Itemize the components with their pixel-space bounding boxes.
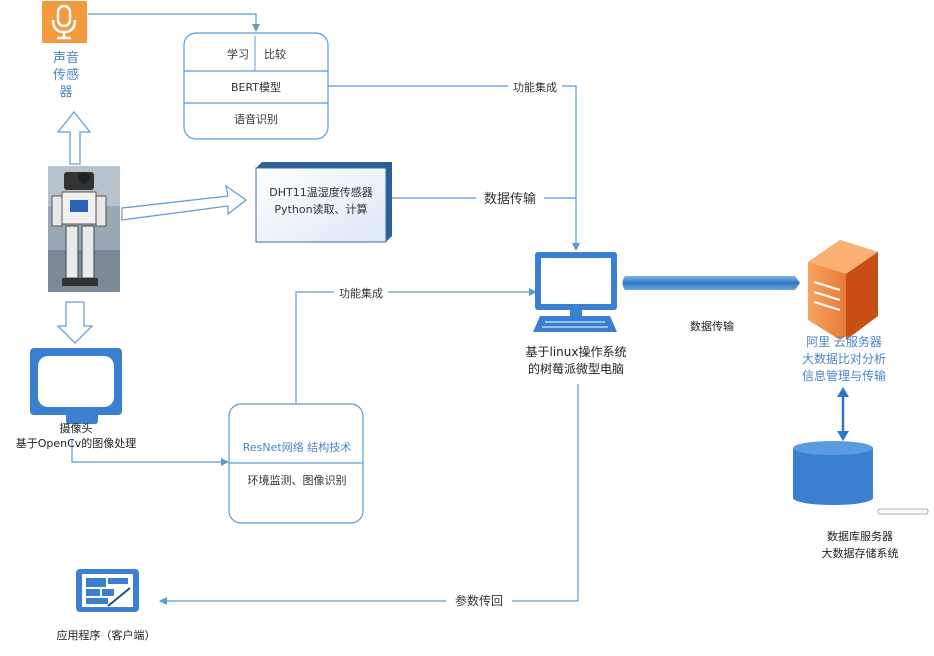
model-box-bert: BERT模型 xyxy=(231,80,281,94)
pi-label-1: 基于linux操作系统 xyxy=(526,344,627,359)
camera-label-2: 基于OpenCv的图像处理 xyxy=(16,436,137,450)
edge-labels: 功能集成 数据传输 功能集成 参数传回 数据传输 xyxy=(334,79,734,609)
raspberry-pi-computer: 基于linux操作系统 的树莓派微型电脑 xyxy=(526,252,627,376)
pi-label-2: 的树莓派微型电脑 xyxy=(528,361,624,376)
client-app: 应用程序（客户端） xyxy=(57,569,156,642)
dht-line-1: DHT11温湿度传感器 xyxy=(269,185,372,199)
server-db-link xyxy=(837,387,849,441)
database-label-1: 数据库服务器 xyxy=(827,529,893,543)
database: 数据库服务器 大数据存储系统 xyxy=(793,441,929,560)
edge-pi-to-app xyxy=(159,384,579,605)
sound-sensor-label-1: 声音 xyxy=(53,50,79,66)
camera-monitor: 摄像头 基于OpenCv的图像处理 xyxy=(16,348,137,450)
aliyun-label-3: 信息管理与传输 xyxy=(802,368,886,383)
dht-box: DHT11温湿度传感器 Python读取、计算 xyxy=(255,162,392,243)
label-func-integration-mid: 功能集成 xyxy=(339,286,383,300)
server-icon xyxy=(808,240,878,340)
edge-model-to-pi xyxy=(328,85,580,251)
label-func-integration-top: 功能集成 xyxy=(513,80,557,94)
edge-camera-to-resnet xyxy=(71,440,229,466)
camera-label-1: 摄像头 xyxy=(60,421,93,435)
database-icon xyxy=(793,441,873,505)
resnet-row-1: ResNet网络 结构技术 xyxy=(243,440,351,454)
database-label-2: 大数据存储系统 xyxy=(822,546,899,560)
resnet-box: ResNet网络 结构技术 环境监测、图像识别 xyxy=(228,403,364,524)
aliyun-server: 阿里 云服务器 大数据比对分析 信息管理与传输 xyxy=(802,240,886,383)
connectors xyxy=(71,13,580,605)
tablet-icon xyxy=(76,569,139,612)
edge-resnet-to-pi xyxy=(295,288,537,404)
sound-sensor: 声音 传感 器 xyxy=(42,1,87,100)
dht-line-2: Python读取、计算 xyxy=(274,202,367,216)
robot-photo xyxy=(48,166,120,292)
up-arrow-icon xyxy=(56,110,92,165)
resnet-row-2: 环境监测、图像识别 xyxy=(248,473,347,487)
label-param-return: 参数传回 xyxy=(455,593,503,608)
down-arrow-icon xyxy=(56,301,94,344)
sound-sensor-label-2: 传感 xyxy=(53,67,79,83)
app-label: 应用程序（客户端） xyxy=(57,628,156,642)
label-data-transfer-mid: 数据传输 xyxy=(484,191,536,207)
computer-icon xyxy=(533,252,617,332)
aliyun-label-2: 大数据比对分析 xyxy=(802,351,886,366)
data-transfer-tube xyxy=(622,276,800,290)
network-cable-icon xyxy=(877,508,929,515)
model-box-speech: 语音识别 xyxy=(234,112,278,126)
edge-sound-to-model xyxy=(88,13,260,32)
model-box: 学习 比较 BERT模型 语音识别 xyxy=(183,32,329,140)
model-box-compare: 比较 xyxy=(264,47,286,61)
right-arrow-icon xyxy=(121,184,248,221)
model-box-learn: 学习 xyxy=(227,47,249,61)
label-data-transfer-right: 数据传输 xyxy=(690,319,734,333)
aliyun-label-1: 阿里 云服务器 xyxy=(806,334,882,349)
sound-sensor-label-3: 器 xyxy=(59,85,72,100)
